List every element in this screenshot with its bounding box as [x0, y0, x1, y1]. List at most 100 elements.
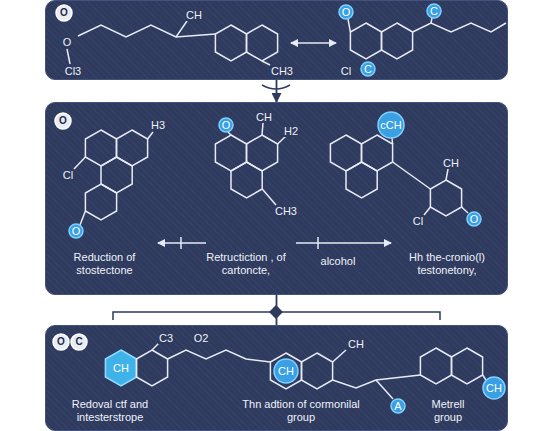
atom-label: Cl	[62, 170, 74, 181]
drawing-polyline	[413, 23, 506, 32]
drawing-use	[215, 135, 246, 171]
atom-ring-label: CH	[113, 363, 129, 374]
drawing-use	[346, 162, 377, 198]
drawing-circle	[483, 377, 505, 399]
drawing-g	[56, 4, 506, 76]
atom-circle-label: A	[394, 401, 401, 412]
step-caption: alcohol	[308, 255, 368, 268]
step-badge: O	[59, 116, 67, 126]
atom-label: Cl	[340, 66, 352, 77]
drawing-circle	[56, 5, 72, 21]
atom-circle-label: cCH	[380, 120, 401, 131]
atom-label: Cl	[412, 216, 424, 227]
drawing-line	[180, 237, 182, 249]
atom-label: O2	[193, 333, 210, 344]
atom-label: O	[62, 37, 73, 48]
atom-label: CH3	[274, 206, 298, 217]
atom-label: H2	[283, 126, 299, 137]
panel-box: OCCHC3O2CHCHCHARedoval ctf and intesters…	[45, 325, 508, 431]
drawing-line	[158, 242, 206, 244]
drawing-line	[74, 157, 85, 169]
drawing-use	[301, 353, 332, 389]
drawing-circle	[219, 118, 233, 132]
drawing-circle	[71, 334, 87, 350]
drawing-use	[420, 348, 451, 384]
atom-circle-label: O	[222, 120, 231, 131]
drawing-line	[67, 49, 70, 64]
drawing-line	[291, 42, 336, 44]
drawing-line	[391, 138, 393, 144]
step-badge: O	[60, 8, 68, 18]
drawing-line	[446, 169, 448, 180]
drawing-use	[350, 23, 381, 59]
atom-label: CH	[442, 158, 460, 169]
drawing-use	[330, 135, 361, 171]
step-caption: Reduction of stostectone	[52, 251, 157, 276]
drawing-line	[148, 132, 153, 139]
drawing-circle	[339, 5, 353, 19]
drawing-line	[262, 61, 270, 65]
drawing-line	[317, 237, 319, 249]
atom-circle-label: O	[470, 214, 479, 225]
drawing-use	[85, 184, 116, 220]
drawing-circle	[391, 399, 405, 413]
step-caption: Thn adtion of cormonilal group	[241, 398, 361, 423]
drawing-polyline	[78, 25, 215, 37]
drawing-use	[85, 130, 116, 166]
atom-circle-label: O	[342, 7, 351, 18]
drawing-use	[231, 162, 262, 198]
drawing-use	[246, 135, 277, 171]
drawing-circle	[274, 359, 298, 383]
drawing-line	[431, 18, 432, 23]
drawing-line	[333, 350, 346, 362]
drawing-use	[101, 157, 132, 193]
atom-label: CH3	[270, 66, 294, 77]
atom-circle-label: C	[364, 64, 372, 75]
drawing-circle	[378, 112, 404, 138]
step-caption: Retructiction , of cartoncte,	[196, 251, 296, 276]
atom-circle-label: O	[72, 226, 81, 237]
step-caption: Hh the-cronio(l) testonetony,	[391, 251, 503, 276]
atom-circle-label: CH	[486, 383, 502, 394]
drawing-use	[381, 23, 412, 59]
step-caption: Metrell group	[418, 398, 478, 423]
step-badge: O	[57, 337, 65, 347]
drawing-circle	[69, 224, 83, 238]
drawing-use	[136, 350, 167, 386]
atom-label: CH	[185, 10, 203, 21]
drawing-circle	[361, 62, 375, 76]
drawing-use	[105, 350, 136, 386]
panel-box: O O Cl3 CH CH3 O Cl C C	[45, 0, 508, 80]
drawing-line	[424, 207, 430, 215]
drawing-line	[462, 207, 468, 213]
atom-circle-label: CH	[278, 366, 294, 377]
drawing-line	[296, 242, 391, 244]
drawing-circle	[427, 4, 441, 18]
atom-label: Cl3	[64, 66, 83, 77]
step-caption: Redoval ctf and intesterstrope	[54, 398, 166, 423]
drawing-line	[228, 132, 231, 135]
drawing-circle	[467, 212, 481, 226]
flow-connector	[276, 295, 278, 325]
drawing-polyline	[168, 350, 271, 362]
atom-circle-label: C	[430, 6, 438, 17]
drawing-use	[451, 348, 482, 384]
drawing-line	[262, 123, 263, 135]
drawing-line	[393, 162, 431, 189]
drawing-line	[376, 380, 393, 399]
drawing-line	[348, 19, 350, 32]
panel-box: OH3ClOOCHH2CH3cCHCHClOReduction of stost…	[45, 102, 508, 295]
drawing-use	[215, 25, 246, 61]
drawing-circle	[53, 334, 69, 350]
drawing-use	[246, 25, 277, 61]
flow-connector	[276, 80, 278, 102]
drawing-use	[116, 130, 147, 166]
drawing-use	[430, 180, 461, 216]
drawing-line	[80, 211, 85, 225]
drawing-circle	[55, 113, 71, 129]
drawing-line	[483, 375, 486, 380]
atom-label: CH	[255, 112, 273, 123]
drawing-line	[176, 21, 187, 37]
drawing-line	[262, 189, 276, 205]
